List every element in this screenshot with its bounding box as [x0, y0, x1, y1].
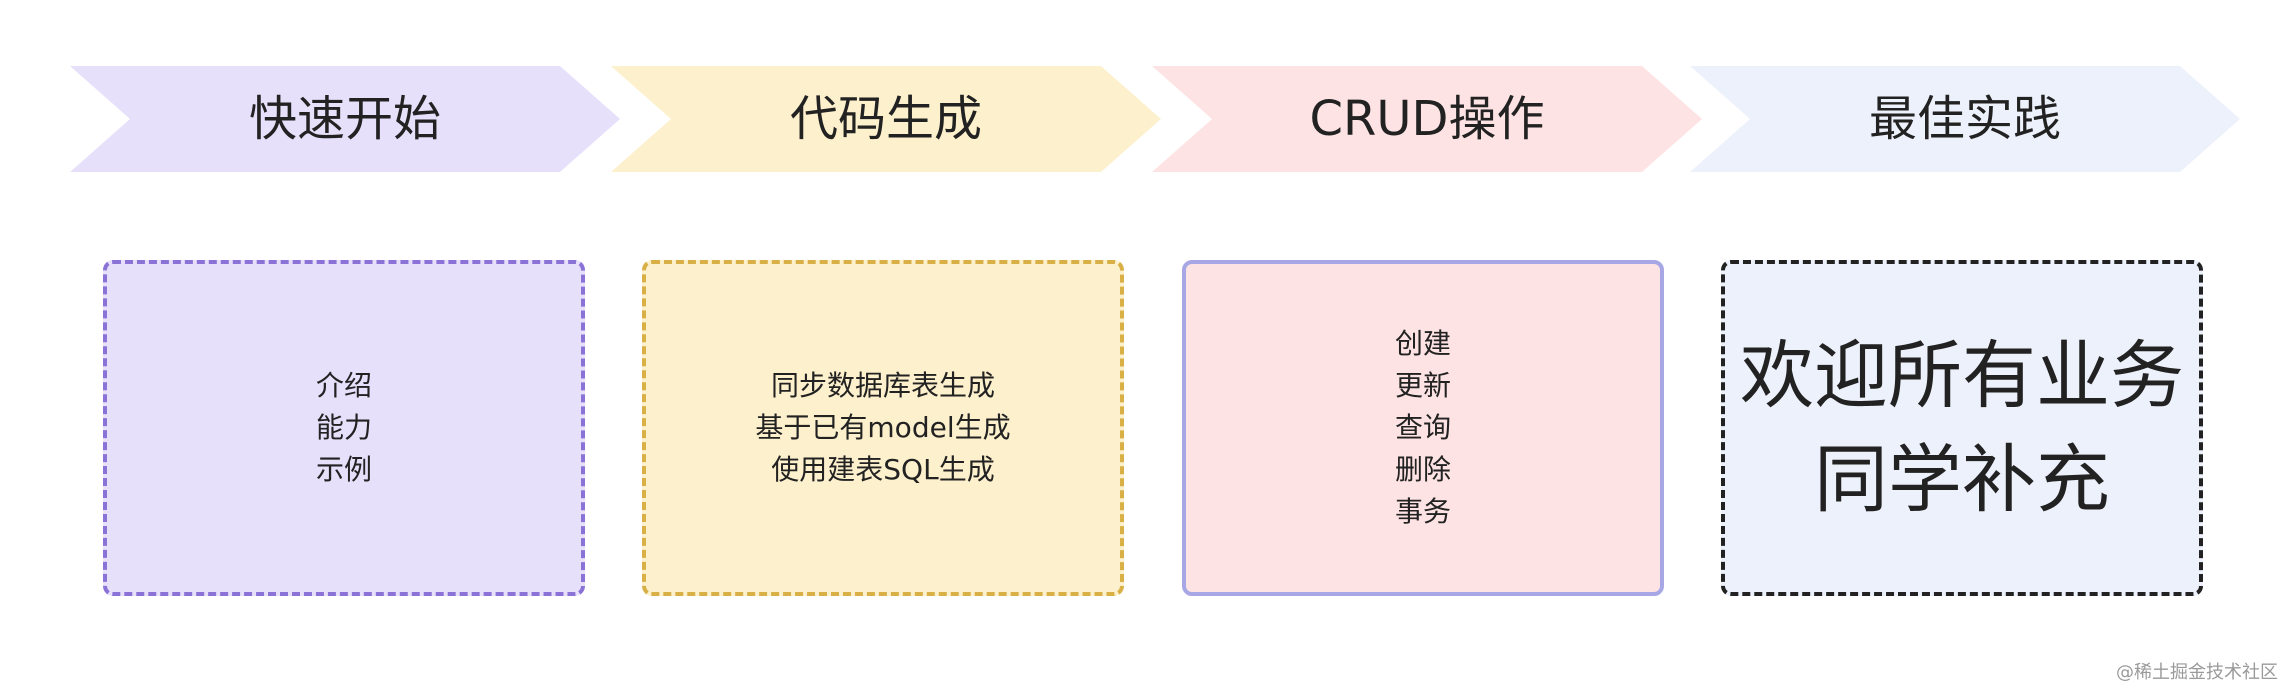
detail-line: 删除 [1394, 453, 1451, 486]
detail-line: 创建 [1394, 327, 1451, 360]
detail-line: 事务 [1394, 495, 1451, 528]
step-detail-box-3: 创建 更新 查询 删除 事务 [1182, 260, 1664, 596]
step-title-1: 快速开始 [248, 91, 441, 147]
step-chevron-1: 快速开始 [70, 66, 620, 172]
step-detail-lines-3: 创建 更新 查询 删除 事务 [1395, 323, 1451, 533]
step-detail-lines-2: 同步数据库表生成 基于已有model生成 使用建表SQL生成 [755, 365, 1010, 491]
detail-line: 更新 [1394, 369, 1451, 402]
step-title-2: 代码生成 [789, 91, 982, 147]
chevron-arrow-shape-4 [1690, 66, 2240, 172]
detail-line: 基于已有model生成 [755, 411, 1011, 444]
step-chevron-3: CRUD操作 [1152, 66, 1702, 172]
detail-line: 同学补充 [1814, 437, 2110, 523]
step-title-4: 最佳实践 [1868, 91, 2061, 147]
step-chevron-4: 最佳实践 [1690, 66, 2240, 172]
watermark-text: @稀土掘金技术社区 [2116, 662, 2278, 683]
detail-line: 查询 [1394, 411, 1451, 444]
chevron-arrow-shape-3 [1152, 66, 1702, 172]
step-detail-lines-4: 欢迎所有业务 同学补充 [1740, 324, 2184, 532]
detail-line: 欢迎所有业务 [1740, 333, 2184, 419]
detail-line: 同步数据库表生成 [770, 369, 995, 402]
detail-line: 介绍 [315, 369, 372, 402]
step-detail-box-1: 介绍 能力 示例 [103, 260, 585, 596]
step-detail-lines-1: 介绍 能力 示例 [316, 365, 372, 491]
detail-line: 使用建表SQL生成 [771, 453, 995, 486]
step-detail-box-4: 欢迎所有业务 同学补充 [1721, 260, 2203, 596]
chevron-arrow-shape-1 [70, 66, 620, 172]
detail-line: 能力 [315, 411, 372, 444]
step-chevron-2: 代码生成 [611, 66, 1161, 172]
chevron-arrow-shape-2 [611, 66, 1161, 172]
step-detail-box-2: 同步数据库表生成 基于已有model生成 使用建表SQL生成 [642, 260, 1124, 596]
detail-line: 示例 [315, 453, 372, 486]
step-title-3: CRUD操作 [1309, 91, 1545, 147]
